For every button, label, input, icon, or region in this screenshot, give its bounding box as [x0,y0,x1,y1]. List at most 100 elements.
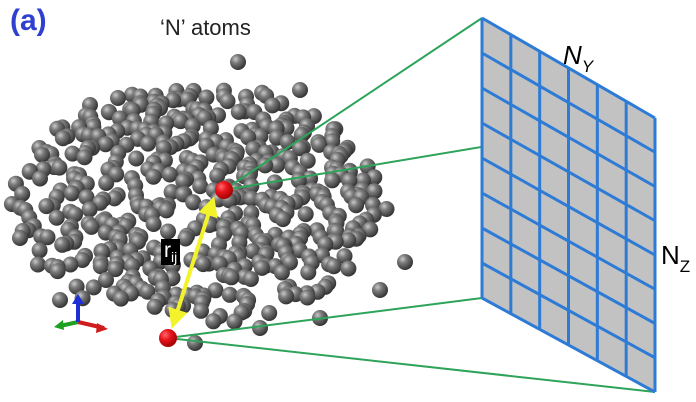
rij-label: rij [161,239,181,265]
atom [297,206,314,223]
atom [226,313,243,330]
atom [32,170,48,187]
atom-cluster [3,54,413,351]
atom [293,127,310,143]
atom [269,157,286,174]
atom [219,93,236,110]
ny-label: NY [563,40,593,76]
rij-main: r [164,239,171,262]
atom [76,149,93,166]
atom [97,136,114,153]
atom [64,145,81,162]
atom [325,258,342,275]
atom [378,201,395,217]
grid-row-line [481,226,656,325]
atom [198,89,215,106]
distance-arrow [168,196,218,329]
atom [340,260,357,277]
atom [278,288,295,305]
atom-i-highlight [215,181,233,199]
projection-line [223,17,483,191]
atom [139,283,156,300]
atom [85,279,102,296]
atom [158,202,175,219]
atom [292,82,308,98]
atom [223,269,240,286]
atom [340,232,357,249]
xyz-axes-icon [54,294,108,333]
atom [145,216,162,232]
atom [252,320,268,336]
atom [230,103,247,120]
atom [292,140,309,157]
atom [397,254,413,270]
nz-sub: Z [679,257,691,276]
atom [140,135,156,152]
atom [112,290,129,307]
atom [348,197,365,214]
grid-row-line [481,121,656,223]
ny-sub: Y [581,57,594,76]
grid-row-line [481,51,656,154]
detector-grid [480,16,657,394]
atom [110,90,126,106]
atom [128,150,145,167]
atom [161,166,178,183]
atom [98,272,114,288]
atom [78,189,95,206]
atom [209,167,226,184]
atom [324,172,341,189]
atom [81,201,98,218]
grid-row-line [481,296,656,394]
atom [14,185,31,202]
atom [205,313,222,330]
atom [31,242,48,259]
atom [92,258,109,275]
projection-line [167,337,656,393]
atom [221,286,238,303]
atom [264,97,281,114]
atom-j-highlight [159,329,177,347]
rij-sub: ij [171,249,178,265]
atom [38,198,55,215]
atom [274,211,291,228]
atom [257,157,274,174]
atom [311,136,328,153]
grid-row-line [481,16,656,120]
atom [372,282,388,298]
atom [300,264,317,281]
atom [145,168,162,185]
atom [261,305,278,321]
atom [273,264,290,281]
nz-main: N [661,240,680,270]
atom [299,289,316,306]
atom [160,223,176,240]
atom [67,206,83,223]
atom [299,152,316,169]
atom [51,159,68,176]
atom [29,256,46,273]
grid-row-line [481,86,656,188]
atom [336,248,353,265]
atom [12,230,28,246]
atom [146,298,163,315]
atom [63,185,80,202]
atom [242,271,259,287]
projection-line [167,297,483,339]
atom [48,209,65,226]
atom [39,229,56,246]
ny-main: N [563,40,582,70]
atom [366,183,383,200]
atom [253,259,270,276]
atom [195,256,212,273]
atom [107,261,124,278]
atom [62,256,79,273]
nz-label: NZ [661,240,690,276]
atom [193,302,209,319]
grid-row-line [481,261,656,360]
atom [192,178,209,195]
atom [54,236,71,253]
atom [175,173,192,190]
atoms-title: ‘N’ atoms [160,15,251,40]
